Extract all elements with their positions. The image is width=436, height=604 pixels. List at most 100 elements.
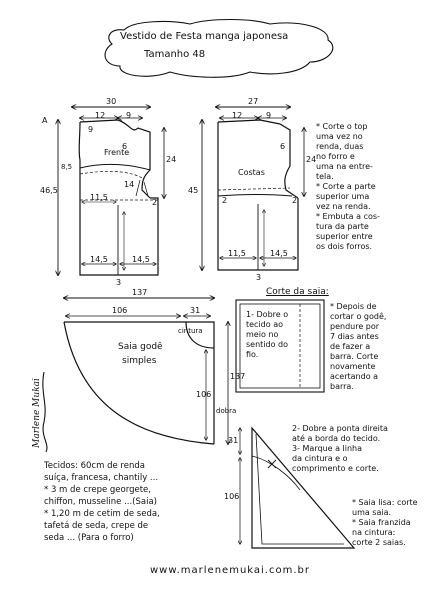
front-measure-6: 6 bbox=[122, 142, 128, 151]
back-length-label: 24 bbox=[306, 155, 317, 164]
front-measure-115: 11,5 bbox=[90, 193, 108, 202]
back-bodice-pattern bbox=[202, 107, 304, 270]
skirt-fold-label: dobra bbox=[216, 407, 237, 415]
back-width-label: 27 bbox=[248, 97, 259, 106]
fabric-line: suíça, francesa, chantily ... bbox=[44, 473, 159, 483]
fabric-line: chiffon, musseline ...(Saia) bbox=[44, 497, 157, 507]
front-piece-label: Frente bbox=[104, 148, 130, 157]
note-line: tura da parte bbox=[316, 222, 369, 231]
note-line: os dois forros. bbox=[316, 242, 373, 251]
front-point-a: A bbox=[42, 116, 48, 125]
front-measure-145-right: 14,5 bbox=[132, 255, 150, 264]
triangle-height-31: 31 bbox=[228, 436, 239, 445]
hem-line: barra. Corte bbox=[330, 352, 379, 361]
fold-instructions: 1- Dobre o tecido ao meio no sentido do … bbox=[246, 310, 288, 360]
fabric-line: seda ... (Para o forro) bbox=[44, 533, 134, 543]
fabric-line: tafetá de seda, crepe de bbox=[44, 521, 149, 531]
pattern-title: Vestido de Festa manga japonesa bbox=[120, 31, 289, 42]
skirt-side-label: 106 bbox=[196, 390, 212, 399]
hem-line: de fazer a bbox=[330, 342, 371, 351]
option-line: * Saia lisa: corte bbox=[352, 498, 418, 507]
skirt-height-label: 137 bbox=[230, 372, 246, 381]
website-footer: www.marlenemukai.com.br bbox=[150, 565, 310, 576]
step-line: 2- Dobre a ponta direita bbox=[292, 424, 388, 433]
front-width-label: 30 bbox=[106, 97, 117, 106]
signature-flourish bbox=[42, 371, 48, 453]
skirt-width-label: 137 bbox=[132, 288, 148, 297]
back-piece-label: Costas bbox=[238, 168, 265, 177]
skirt-inner-b-label: 31 bbox=[190, 306, 201, 315]
skirt-label-2: simples bbox=[122, 356, 157, 366]
option-line: corte 2 saias. bbox=[352, 538, 406, 547]
front-bodice-pattern bbox=[58, 107, 164, 275]
fabric-fold-diagram bbox=[235, 299, 325, 393]
skirt-option-notes: * Saia lisa: corte uma saia. * Saia fran… bbox=[352, 498, 418, 548]
front-measure-85: 8,5 bbox=[61, 163, 73, 171]
note-line: no forro e bbox=[316, 152, 355, 161]
back-measure-115: 11,5 bbox=[228, 249, 246, 258]
front-length-label: 24 bbox=[166, 155, 177, 164]
triangle-height-106: 106 bbox=[224, 492, 240, 501]
note-line: * Corte o top bbox=[316, 122, 368, 131]
note-line: * Corte a parte bbox=[316, 182, 376, 191]
option-line: na cintura: bbox=[352, 528, 396, 537]
hem-line: pendure por bbox=[330, 322, 380, 331]
note-line: tela. bbox=[316, 172, 334, 181]
back-num-3: 3 bbox=[256, 273, 262, 282]
cut-section-title: Corte da saia: bbox=[266, 287, 329, 297]
note-line: uma na entre- bbox=[316, 162, 373, 171]
hem-line: barra. bbox=[330, 382, 354, 391]
front-top-left-label: 12 bbox=[95, 111, 106, 120]
fabric-line: * 3 m de crepe georgete, bbox=[44, 485, 151, 495]
back-top-left-label: 12 bbox=[232, 111, 243, 120]
fold-line: tecido ao bbox=[246, 320, 283, 329]
option-line: * Saia franzida bbox=[352, 518, 411, 527]
back-num-2: 2 bbox=[292, 196, 298, 205]
front-measure-9: 9 bbox=[88, 125, 94, 134]
note-line: superior entre bbox=[316, 232, 373, 241]
fold-line: fio. bbox=[246, 350, 259, 359]
note-line: vez na renda. bbox=[316, 202, 371, 211]
fabric-requirements: Tecidos: 60cm de renda suíça, francesa, … bbox=[44, 460, 160, 544]
back-measure-6: 6 bbox=[280, 142, 286, 151]
option-line: uma saia. bbox=[352, 508, 392, 517]
top-cutting-notes: * Corte o top uma vez no renda, duas no … bbox=[316, 122, 380, 252]
hem-line: cortar o godê, bbox=[330, 312, 387, 321]
fabric-line: * 1,20 m de cetim de seda, bbox=[44, 509, 160, 519]
front-top-right-label: 9 bbox=[126, 111, 132, 120]
cutting-steps: 2- Dobre a ponta direita até a borda do … bbox=[292, 424, 388, 474]
back-measure-145: 14,5 bbox=[270, 249, 288, 258]
fabric-line: Tecidos: 60cm de renda bbox=[44, 461, 145, 471]
hem-line: 7 dias antes bbox=[330, 332, 379, 341]
hem-notes: * Depois de cortar o godê, pendure por 7… bbox=[330, 302, 386, 392]
pattern-size: Tamanho 48 bbox=[144, 49, 206, 60]
designer-signature: Marlene Mukai bbox=[31, 378, 42, 448]
back-height-label: 45 bbox=[188, 186, 199, 195]
back-top-right-label: 9 bbox=[266, 111, 272, 120]
step-line: até a borda do tecido. bbox=[292, 434, 381, 443]
front-height-label: 46,5 bbox=[40, 186, 58, 195]
note-line: * Embuta a cos- bbox=[316, 212, 380, 221]
triangle-fold-diagram bbox=[240, 426, 356, 549]
step-line: comprimento e corte. bbox=[292, 464, 379, 473]
skirt-waist-label: cintura bbox=[178, 327, 203, 335]
front-measure-14: 14 bbox=[124, 180, 135, 189]
note-line: renda, duas bbox=[316, 142, 364, 151]
fold-line: sentido do bbox=[246, 340, 289, 349]
fold-line: meio no bbox=[246, 330, 279, 339]
front-num-2: 2 bbox=[152, 198, 158, 207]
front-num-3: 3 bbox=[116, 278, 122, 287]
fold-line: 1- Dobre o bbox=[246, 310, 289, 319]
title-cloud bbox=[104, 18, 334, 78]
note-line: superior uma bbox=[316, 192, 370, 201]
front-measure-145-left: 14,5 bbox=[90, 255, 108, 264]
hem-line: acertando a bbox=[330, 372, 379, 381]
step-line: da cintura e o bbox=[292, 454, 348, 463]
hem-line: novamente bbox=[330, 362, 376, 371]
skirt-inner-label: 106 bbox=[112, 306, 128, 315]
note-line: uma vez no bbox=[316, 132, 363, 141]
step-line: 3- Marque a linha bbox=[292, 444, 363, 453]
skirt-label-1: Saia godê bbox=[118, 342, 163, 352]
